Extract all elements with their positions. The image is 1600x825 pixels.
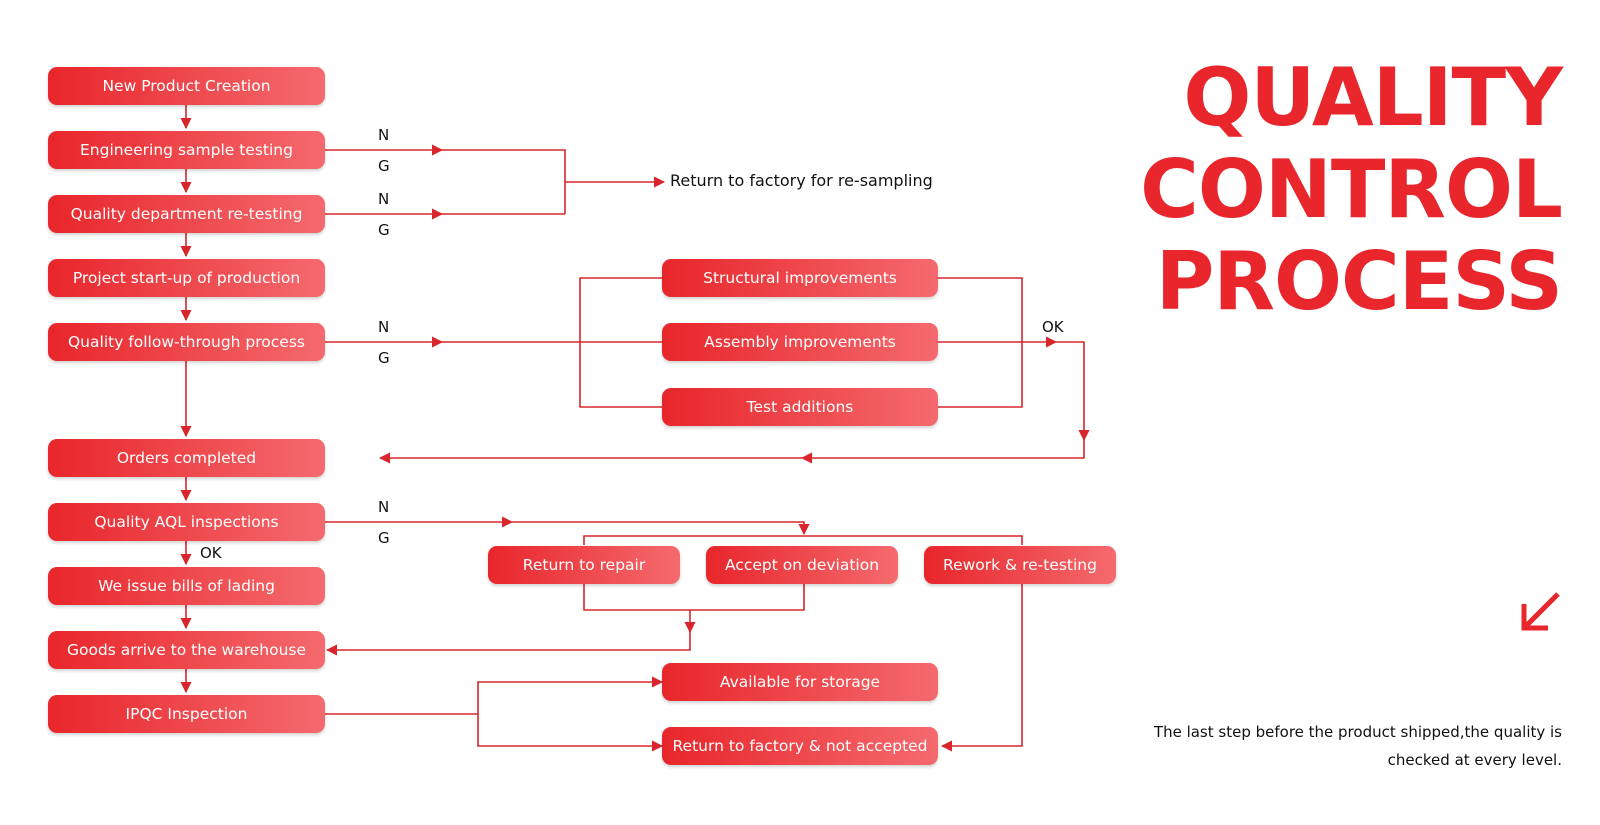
title-line-1: QUALITY [1183, 51, 1563, 144]
page-title: QUALITY CONTROL PROCESS [1092, 51, 1563, 328]
label-n-followthrough: N [378, 318, 390, 336]
connector-aql-top [583, 535, 1023, 545]
box-structural-improvements: Structural improvements [662, 259, 938, 297]
step-ipqc-inspection: IPQC Inspection [48, 695, 325, 733]
box-assembly-improvements: Assembly improvements [662, 323, 938, 361]
step-engineering-sample-testing: Engineering sample testing [48, 131, 325, 169]
step-quality-follow-through: Quality follow-through process [48, 323, 325, 361]
label-n-aql: N [378, 498, 390, 516]
title-line-3: PROCESS [1155, 235, 1563, 328]
connector-ok-down [1056, 341, 1090, 442]
title-line-2: CONTROL [1140, 143, 1563, 236]
label-g-engineering: G [378, 157, 390, 175]
arrow-down-left-icon [1521, 592, 1560, 631]
step-project-start-up: Project start-up of production [48, 259, 325, 297]
label-g-followthrough: G [378, 349, 390, 367]
connector-aql-bottom [583, 584, 805, 611]
step-new-product-creation: New Product Creation [48, 67, 325, 105]
box-return-to-repair: Return to repair [488, 546, 680, 584]
label-ok-assembly: OK [1042, 318, 1064, 336]
step-quality-department-re-testing: Quality department re-testing [48, 195, 325, 233]
connector-return-orders [800, 440, 1085, 464]
connector-ng-engineering-tail [442, 149, 566, 214]
box-test-additions: Test additions [662, 388, 938, 426]
label-ok-aql: OK [200, 544, 222, 562]
step-quality-aql-inspections: Quality AQL inspections [48, 503, 325, 541]
box-available-for-storage: Available for storage [662, 663, 938, 701]
text-return-for-resampling: Return to factory for re-sampling [670, 171, 933, 190]
connector-improve-left [579, 277, 662, 408]
label-n-quality: N [378, 190, 390, 208]
connector-rework-return [940, 584, 1023, 752]
step-bills-of-lading: We issue bills of lading [48, 567, 325, 605]
step-orders-completed: Orders completed [48, 439, 325, 477]
connector-ipqc-storage [477, 676, 664, 714]
connector-ng-aql-tail [512, 521, 810, 536]
box-accept-on-deviation: Accept on deviation [706, 546, 898, 584]
label-g-quality: G [378, 221, 390, 239]
box-rework-re-testing: Rework & re-testing [924, 546, 1116, 584]
step-goods-arrive-warehouse: Goods arrive to the warehouse [48, 631, 325, 669]
label-n-engineering: N [378, 126, 390, 144]
footnote-text: The last step before the product shipped… [1153, 723, 1562, 769]
connector-ipqc-reject [477, 714, 664, 752]
label-g-aql: G [378, 529, 390, 547]
box-return-to-factory-not-accepted: Return to factory & not accepted [662, 727, 938, 765]
connector-to-warehouse [325, 632, 691, 656]
